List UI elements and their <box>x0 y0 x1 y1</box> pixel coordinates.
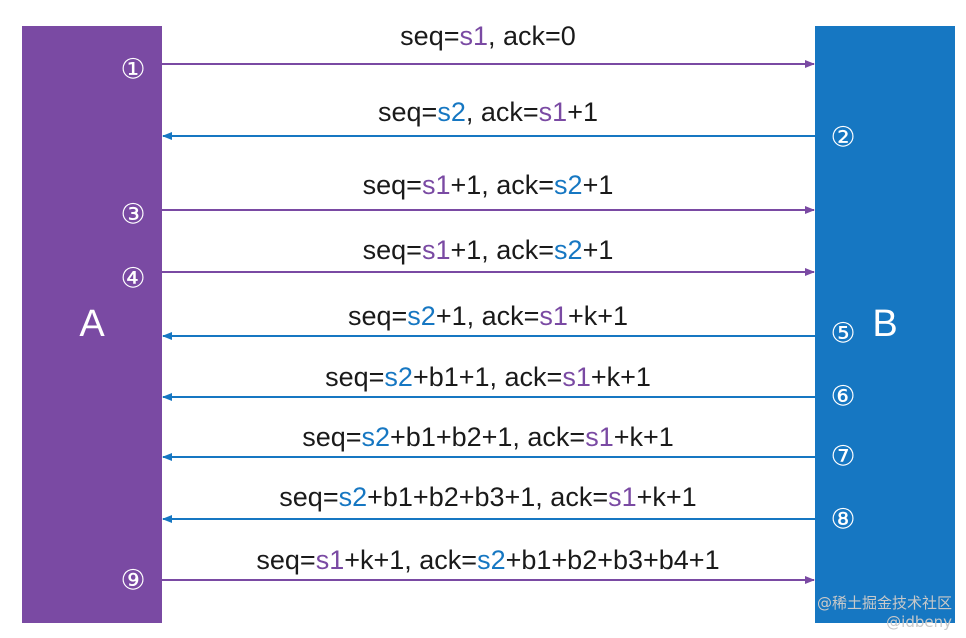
label-variable: s2 <box>384 362 413 392</box>
label-text: +1 <box>583 170 614 200</box>
label-variable: s1 <box>608 482 637 512</box>
label-variable: s2 <box>477 545 506 575</box>
message-label: seq=s2+1, ack=s1+k+1 <box>348 301 628 331</box>
label-text: seq= <box>302 422 361 452</box>
label-text: seq= <box>279 482 338 512</box>
message-label: seq=s2, ack=s1+1 <box>378 97 598 127</box>
label-variable: s2 <box>554 170 583 200</box>
label-variable: s1 <box>422 170 451 200</box>
message-label: seq=s1, ack=0 <box>400 21 576 51</box>
step-marker: ④ <box>120 262 145 295</box>
label-text: seq= <box>363 170 422 200</box>
label-text: seq= <box>325 362 384 392</box>
label-text: +b1+1, ack= <box>413 362 562 392</box>
label-text: +b1+b2+b3+1, ack= <box>367 482 608 512</box>
label-text: seq= <box>256 545 315 575</box>
entity-a-bar <box>22 26 162 623</box>
label-text: seq= <box>400 21 459 51</box>
label-text: +1, ack= <box>450 235 554 265</box>
step-marker: ⑤ <box>830 317 855 350</box>
label-variable: s1 <box>539 97 568 127</box>
watermark-line-2: @idbeny <box>886 613 952 631</box>
message-label: seq=s2+b1+b2+1, ack=s1+k+1 <box>302 422 674 452</box>
watermark-line-1: @稀土掘金技术社区 <box>816 594 952 612</box>
entity-a-label: A <box>79 303 105 345</box>
label-variable: s1 <box>585 422 614 452</box>
label-text: +k+1, ack= <box>344 545 477 575</box>
entity-b-label: B <box>872 303 897 345</box>
label-variable: s2 <box>407 301 436 331</box>
label-variable: s2 <box>339 482 368 512</box>
entity-b-bar <box>815 26 955 623</box>
message-label: seq=s2+b1+1, ack=s1+k+1 <box>325 362 651 392</box>
step-marker: ⑨ <box>120 564 145 597</box>
label-text: +1 <box>567 97 598 127</box>
message-label: seq=s2+b1+b2+b3+1, ack=s1+k+1 <box>279 482 696 512</box>
label-text: seq= <box>348 301 407 331</box>
label-variable: s2 <box>362 422 391 452</box>
label-text: +b1+b2+1, ack= <box>390 422 585 452</box>
label-text: seq= <box>378 97 437 127</box>
message-label: seq=s1+k+1, ack=s2+b1+b2+b3+b4+1 <box>256 545 719 575</box>
label-text: +k+1 <box>614 422 674 452</box>
label-text: +1 <box>583 235 614 265</box>
label-variable: s2 <box>554 235 583 265</box>
label-text: +b1+b2+b3+b4+1 <box>506 545 720 575</box>
step-marker: ① <box>120 53 145 86</box>
label-text: +1, ack= <box>436 301 540 331</box>
step-marker: ③ <box>120 198 145 231</box>
label-variable: s1 <box>316 545 345 575</box>
label-variable: s1 <box>539 301 568 331</box>
step-marker: ② <box>830 121 855 154</box>
label-text: +1, ack= <box>450 170 554 200</box>
label-variable: s2 <box>437 97 466 127</box>
label-text: +k+1 <box>637 482 697 512</box>
label-variable: s1 <box>459 21 488 51</box>
step-marker: ⑧ <box>830 503 855 536</box>
label-text: seq= <box>363 235 422 265</box>
label-variable: s1 <box>562 362 591 392</box>
label-variable: s1 <box>422 235 451 265</box>
label-text: +k+1 <box>568 301 628 331</box>
watermark: @稀土掘金技术社区 @idbeny <box>817 594 952 632</box>
label-text: , ack=0 <box>488 21 576 51</box>
step-marker: ⑦ <box>830 440 855 473</box>
message-label: seq=s1+1, ack=s2+1 <box>363 235 614 265</box>
label-text: , ack= <box>466 97 539 127</box>
step-marker: ⑥ <box>830 380 855 413</box>
label-text: +k+1 <box>591 362 651 392</box>
message-label: seq=s1+1, ack=s2+1 <box>363 170 614 200</box>
